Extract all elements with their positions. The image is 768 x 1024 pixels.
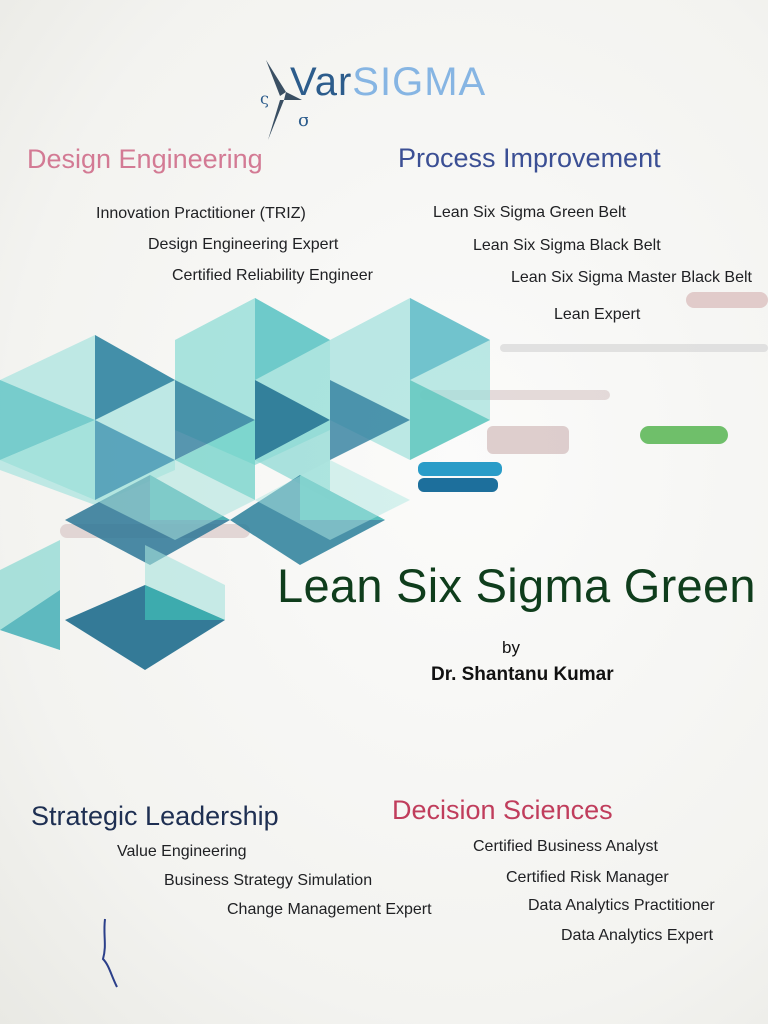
design-engineering-item: Design Engineering Expert	[148, 236, 339, 253]
design-engineering-item: Innovation Practitioner (TRIZ)	[96, 205, 306, 222]
logo-var: Var	[290, 60, 353, 104]
decorative-bar	[487, 426, 569, 454]
decorative-bar	[500, 344, 768, 352]
logo-wordmark: VarSIGMA	[290, 60, 486, 105]
decorative-bar	[686, 292, 768, 308]
design-engineering-heading: Design Engineering	[27, 144, 263, 174]
decision-sciences-item: Data Analytics Practitioner	[528, 897, 715, 914]
decision-sciences-item: Certified Risk Manager	[506, 869, 669, 886]
decision-sciences-item: Data Analytics Expert	[561, 927, 714, 944]
decision-sciences-item: Certified Business Analyst	[473, 838, 658, 855]
svg-text:ς: ς	[260, 89, 269, 108]
process-improvement-item: Lean Expert	[554, 306, 641, 323]
decision-sciences-heading: Decision Sciences	[392, 795, 613, 825]
decorative-bar	[418, 478, 498, 492]
by-label: by	[502, 638, 520, 657]
strategic-leadership-item: Business Strategy Simulation	[164, 872, 373, 889]
process-improvement-item: Lean Six Sigma Master Black Belt	[511, 269, 752, 286]
pen-mark	[101, 918, 118, 988]
process-improvement-item: Lean Six Sigma Black Belt	[473, 237, 661, 254]
varsigma-logo-icon: ς σ	[260, 60, 308, 140]
svg-text:σ: σ	[298, 110, 308, 131]
decorative-bar	[420, 390, 610, 400]
strategic-leadership-item: Value Engineering	[117, 843, 247, 860]
decorative-bar	[418, 462, 502, 476]
decorative-bar	[640, 426, 728, 444]
strategic-leadership-heading: Strategic Leadership	[31, 801, 279, 831]
author-name: Dr. Shantanu Kumar	[431, 664, 614, 685]
geometric-pattern	[0, 298, 490, 670]
logo-sigma: SIGMA	[352, 60, 487, 104]
design-engineering-item: Certified Reliability Engineer	[172, 267, 373, 284]
strategic-leadership-item: Change Management Expert	[227, 901, 432, 918]
book-title: Lean Six Sigma Green Belt	[277, 559, 768, 612]
process-improvement-heading: Process Improvement	[398, 143, 661, 173]
process-improvement-item: Lean Six Sigma Green Belt	[433, 204, 626, 221]
